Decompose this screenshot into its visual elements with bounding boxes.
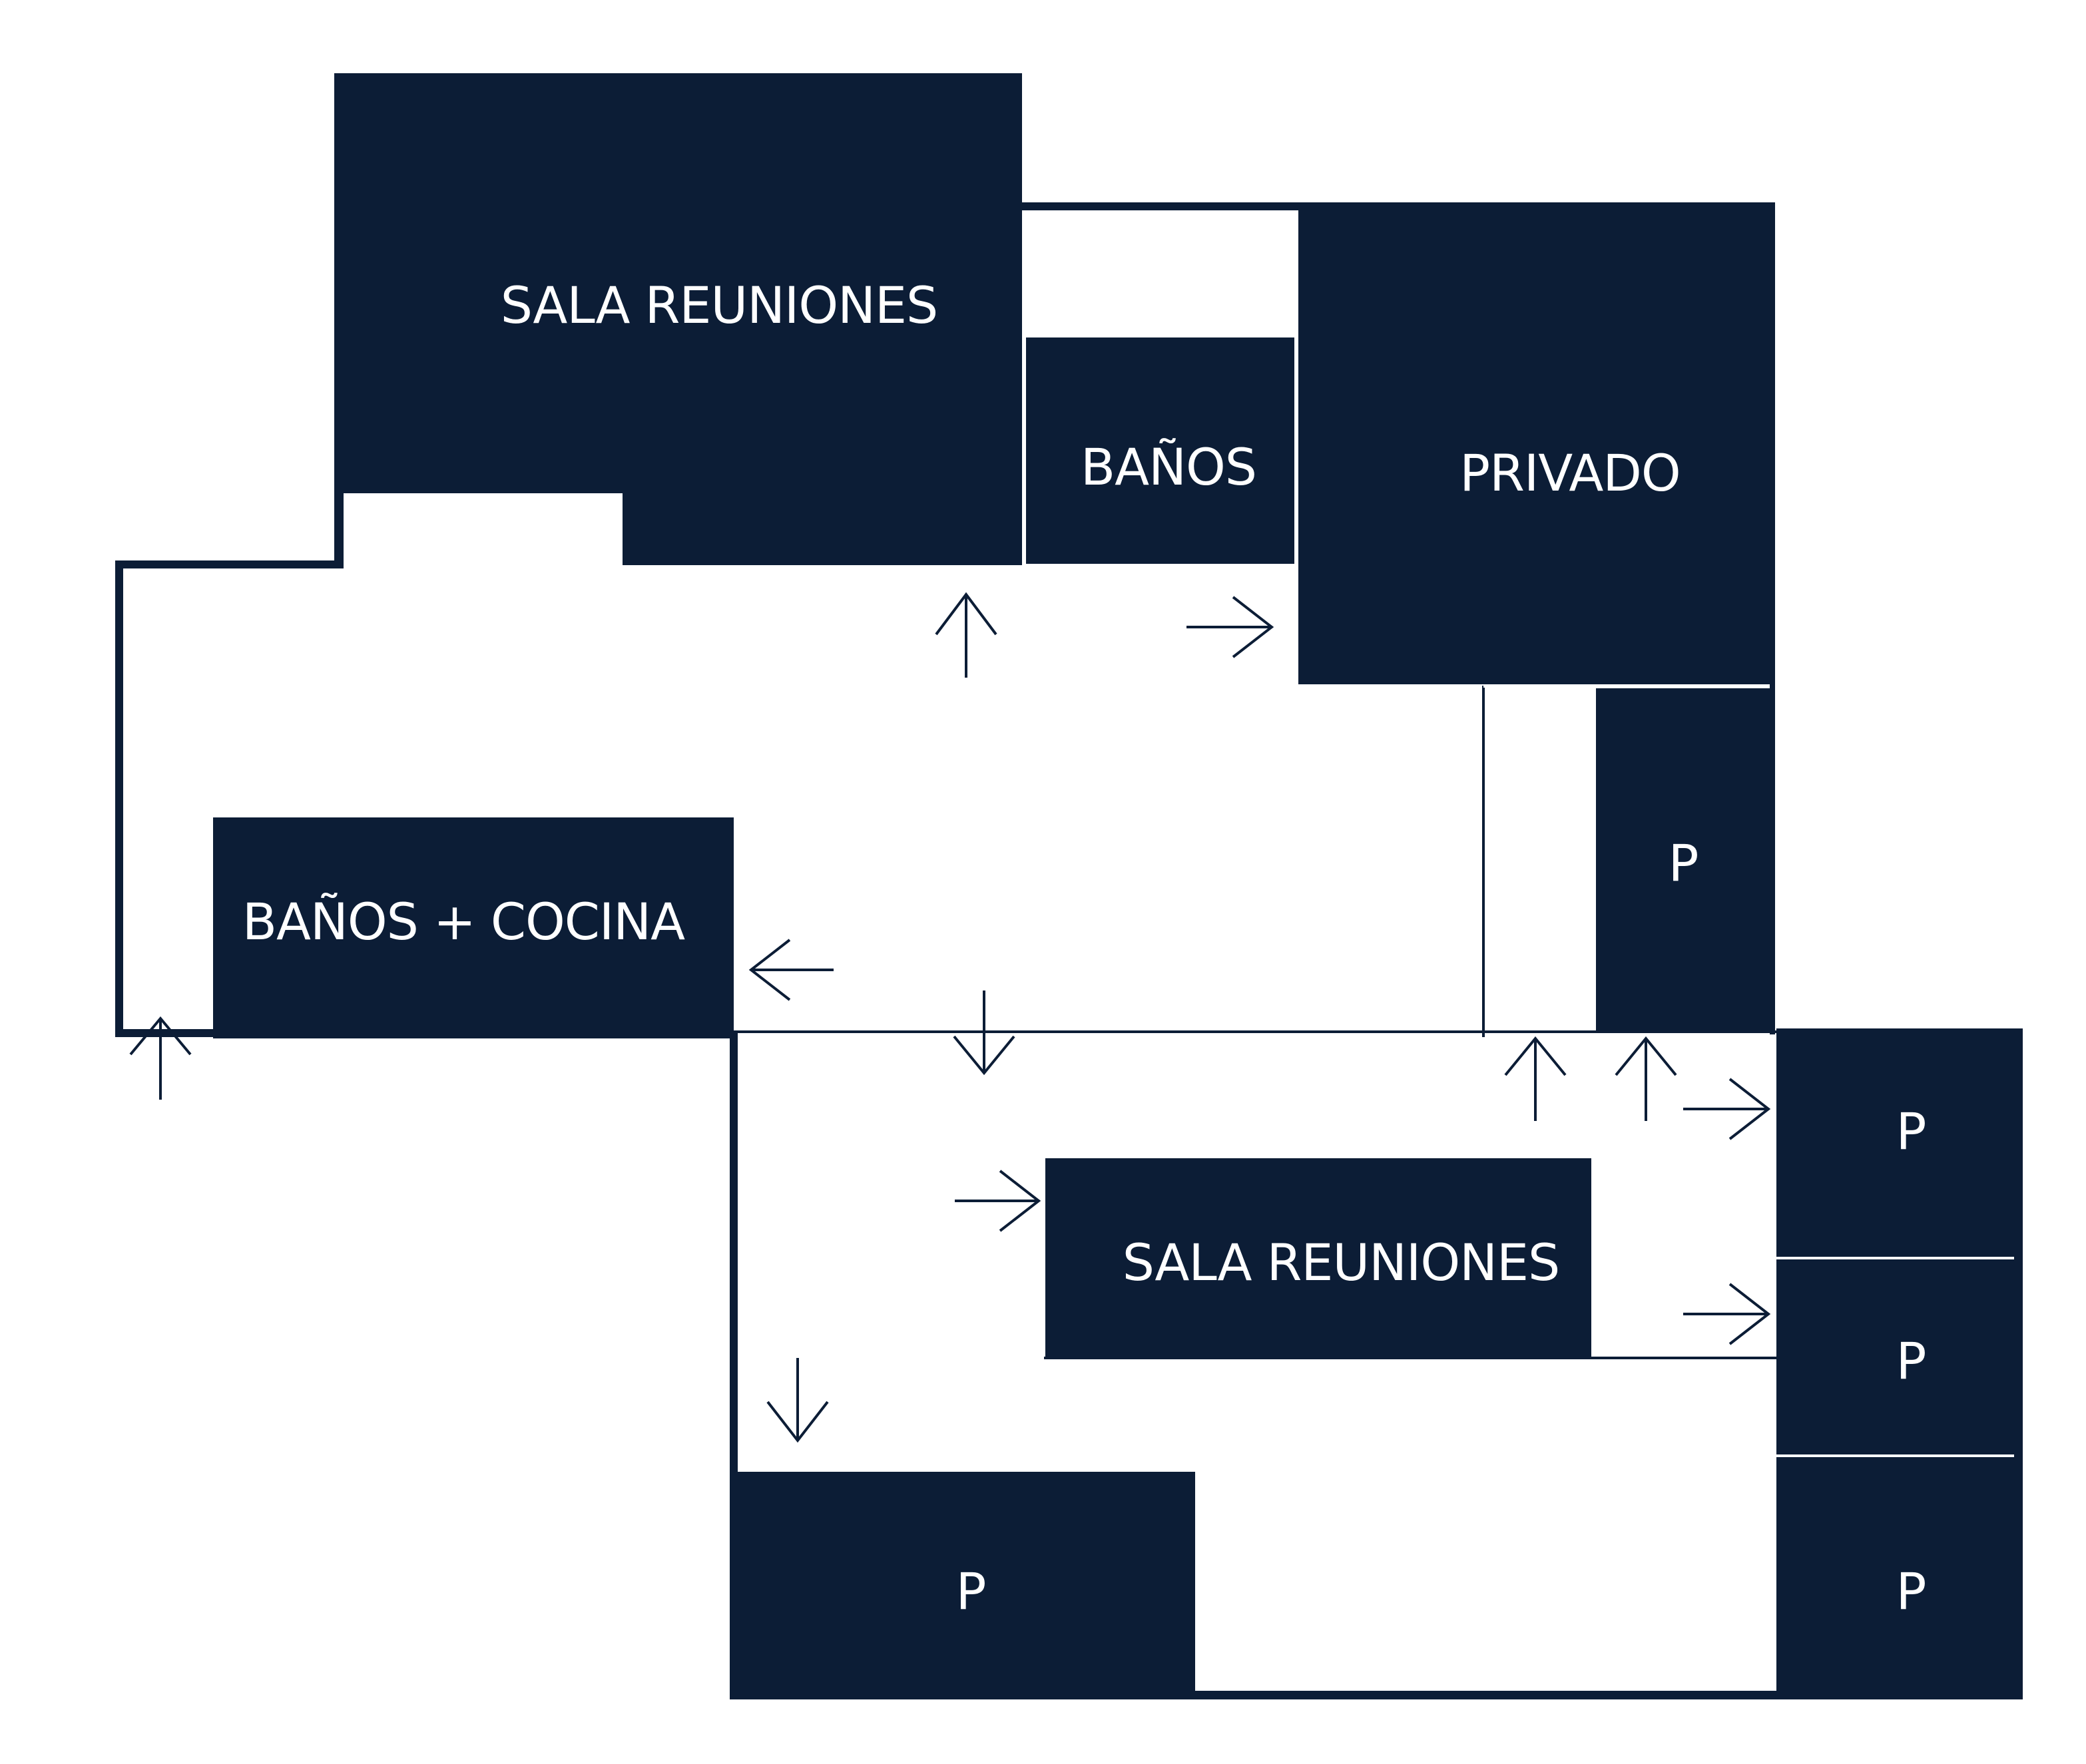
room-sala-reuniones-1-label: SALA REUNIONES (501, 276, 938, 335)
arrow-up-icon (935, 592, 997, 678)
room-parking-5-label: P (956, 1562, 986, 1621)
room-parking-3[interactable]: P (1896, 1331, 1927, 1391)
room-sala-reuniones-2-label: SALA REUNIONES (1123, 1233, 1560, 1292)
room-sala-reuniones-2-shape[interactable] (1045, 1158, 1591, 1357)
arrow-left-icon (748, 939, 834, 1001)
room-banos-cocina[interactable]: BAÑOS + COCINA (213, 817, 734, 1038)
room-sala-reuniones-1[interactable]: SALA REUNIONES (344, 73, 1022, 565)
wall-left-vertical (115, 560, 123, 1037)
room-banos-cocina-label: BAÑOS + COCINA (242, 892, 685, 951)
wall-left-upper-step (115, 560, 344, 568)
arrow-up-icon (1504, 1036, 1567, 1121)
room-banos[interactable]: BAÑOS (1026, 337, 1294, 564)
arrows (129, 592, 1771, 1443)
room-privado-label: PRIVADO (1459, 443, 1681, 503)
room-privado-shape[interactable] (1298, 202, 1774, 684)
wall-top-connector (1022, 202, 1302, 210)
room-parking-1[interactable]: P (1483, 685, 1773, 1030)
room-banos-shape[interactable] (1026, 337, 1294, 564)
wall-left-bottom (115, 1029, 215, 1037)
arrow-down-icon (766, 1358, 829, 1443)
parking-stack-right-shape (1776, 1028, 2023, 1699)
room-privado[interactable]: PRIVADO (1298, 202, 1774, 684)
room-parking-4-label: P (1896, 1562, 1926, 1621)
room-parking-5[interactable]: P (738, 1472, 1195, 1693)
room-sala-reuniones-2[interactable]: SALA REUNIONES (1045, 1158, 1591, 1357)
arrow-right-icon (955, 1170, 1041, 1232)
room-parking-2-label: P (1896, 1102, 1926, 1161)
room-parking-4[interactable]: P (1896, 1562, 1927, 1621)
room-sala-reuniones-1-shape[interactable] (344, 73, 1022, 565)
room-banos-cocina-shape[interactable] (213, 817, 734, 1038)
room-parking-2[interactable]: P (1896, 1102, 1927, 1161)
arrow-up-icon (129, 1016, 192, 1100)
parking-stack-right: P P P (1776, 1028, 2023, 1699)
room-parking-1-shape[interactable] (1596, 688, 1773, 1030)
arrow-right-icon (1186, 596, 1274, 658)
room-parking-1-label: P (1669, 833, 1698, 893)
arrow-right-icon (1683, 1078, 1771, 1140)
arrow-up-icon (1615, 1036, 1677, 1121)
room-parking-5-shape[interactable] (738, 1472, 1195, 1693)
arrow-right-icon (1683, 1283, 1771, 1345)
arrow-down-icon (953, 991, 1015, 1076)
room-banos-label: BAÑOS (1081, 437, 1256, 497)
wall-sala-left-edge (334, 73, 344, 568)
room-parking-3-label: P (1896, 1331, 1926, 1391)
wall-lower-left (730, 1032, 738, 1699)
wall-lower-bottom (730, 1691, 2023, 1699)
